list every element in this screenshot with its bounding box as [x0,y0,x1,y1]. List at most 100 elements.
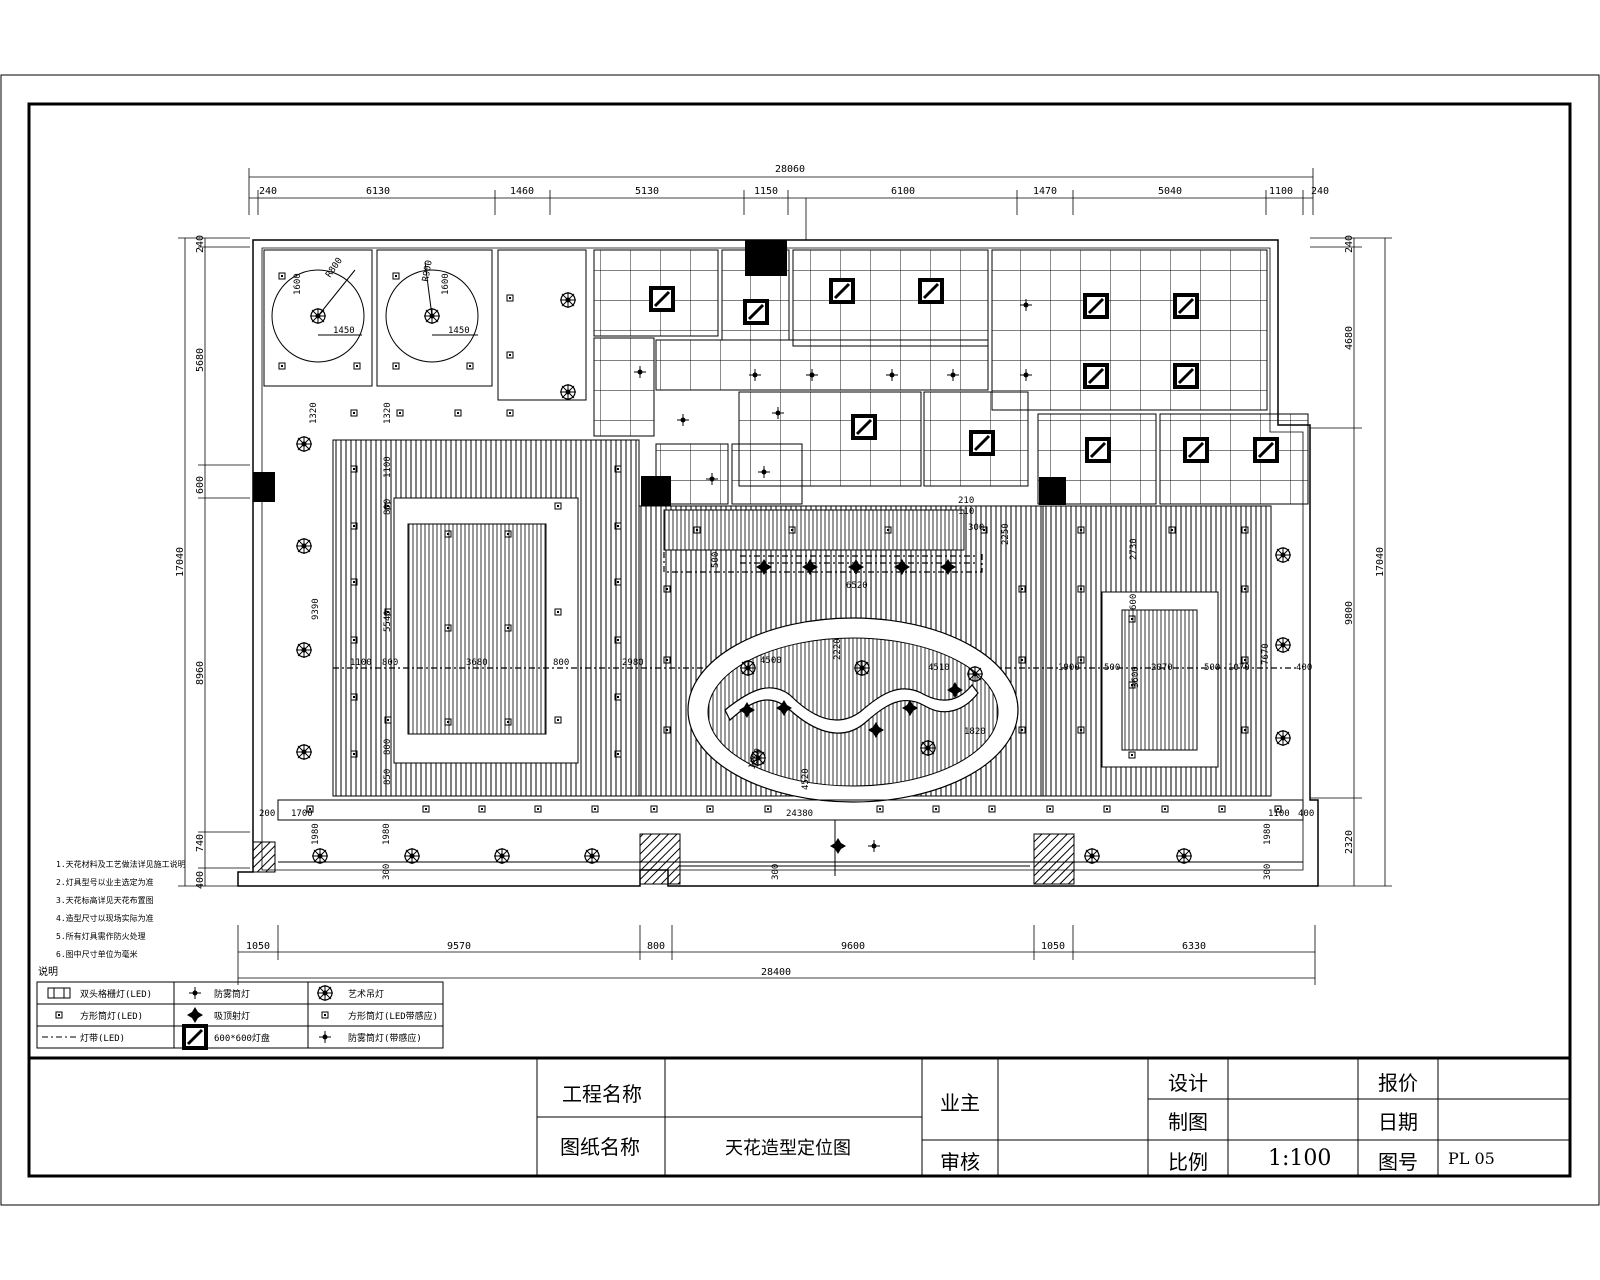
label-1450a: 1450 [333,326,355,336]
legend-label: 防雾筒灯(带感应) [348,1032,422,1044]
dim-right-seg: 9800 [1344,601,1355,625]
dim-top-seg: 240 [259,186,277,197]
legend-label: 方形筒灯(LED) [80,1010,143,1022]
dim-top-seg: 5130 [635,186,659,197]
sheet-border [0,74,1600,1206]
dim-top-seg: 5040 [1158,186,1182,197]
legend-symbol-fog-downlight-icon [188,986,202,1000]
label-200a: 200 [259,809,275,819]
label-2250: 2250 [1001,523,1011,545]
label-4510: 4510 [928,663,950,673]
label-850: 850 [383,769,393,785]
label-6520: 6520 [846,581,868,591]
label-7670: 7670 [1261,643,1271,665]
dim-top-seg: 240 [1311,186,1329,197]
note-line: 3.天花标高详见天花布置图 [56,895,154,905]
dim-bottom-seg: 6330 [1182,941,1206,952]
project-name-label: 工程名称 [562,1082,642,1106]
legend-label: 灯带(LED) [80,1033,125,1044]
label-300b: 300 [771,864,781,880]
label-1320b: 1320 [383,402,393,424]
label-3680: 3680 [466,658,488,668]
legend-label: 艺术吊灯 [348,988,384,1000]
label-500b: 500 [1104,663,1120,673]
note-line: 4.造型尺寸以现场实际为准 [56,913,154,923]
label-800c: 800 [382,658,398,668]
label-1980a: 1980 [311,823,321,845]
note-line: 2.灯具型号以业主选定为准 [56,877,154,887]
dim-right-seg: 2320 [1344,830,1355,854]
dim-bottom-seg: 9570 [447,941,471,952]
label-2730: 2730 [1129,538,1139,560]
title-block [29,1056,1570,1176]
label-2220: 2220 [833,638,843,660]
dim-left-seg: 400 [195,871,206,889]
dim-bottom-seg: 800 [647,941,665,952]
label-1320a: 1320 [309,402,319,424]
sheet-number-value: PL 05 [1448,1149,1495,1168]
label-1600a: 1600 [293,273,303,295]
label-800d: 800 [553,658,569,668]
legend-symbol-ceiling-spotlight-icon [187,1007,203,1023]
legend-label: 双头格栅灯(LED) [80,988,152,1000]
label-2070: 2070 [1151,663,1173,673]
legend-label: 600*600灯盘 [214,1032,270,1044]
label-1980c: 1980 [1263,823,1273,845]
legend-symbol-chandelier-icon [316,984,334,1002]
label-400-corridor: 400 [1298,809,1314,819]
drawing-frame [27,102,1572,1178]
label-1980b: 1980 [382,823,392,845]
date-label: 日期 [1378,1110,1418,1134]
legend-symbol-grille-icon [47,987,71,999]
label-300c: 300 [1263,864,1273,880]
label-4500: 4500 [760,656,782,666]
legend-symbol-sensor-fog-light-icon [318,1030,332,1044]
right-dimension-chain [1310,237,1392,887]
design-label: 设计 [1168,1071,1208,1095]
quote-label: 报价 [1378,1071,1418,1095]
dim-left-seg: 8960 [195,661,206,685]
legend-symbol-square-downlight-icon [55,1011,63,1019]
review-label: 审核 [940,1150,980,1174]
dim-top-seg: 1150 [754,186,778,197]
dim-top-seg: 6130 [366,186,390,197]
label-9390: 9390 [311,598,321,620]
label-1820: 1820 [964,727,986,737]
dim-bottom-total: 28400 [761,967,791,978]
legend-symbol-panel-icon [182,1024,208,1050]
note-line: 5.所有灯具需作防火处理 [56,931,146,941]
legend-label: 吸顶射灯 [214,1010,250,1022]
label-1100b: 1100 [350,658,372,668]
drawing-name-label: 图纸名称 [560,1135,640,1159]
label-5540: 5540 [383,610,393,632]
label-110: 110 [958,507,974,517]
label-500a: 500 [711,552,721,568]
round-ceiling-rooms [263,249,587,401]
label-r900: R900 [421,259,435,282]
owner-label: 业主 [940,1091,980,1115]
label-300a: 300 [382,864,392,880]
dim-top-seg: 1460 [510,186,534,197]
scale-label: 比例 [1168,1150,1208,1174]
dim-top-seg: 6100 [891,186,915,197]
dim-left-seg: 5680 [195,348,206,372]
notes-title: 说明 [38,965,58,978]
left-dimension-chain [178,237,250,887]
dim-left-seg: 740 [195,834,206,852]
dim-left-seg: 600 [195,476,206,494]
dim-bottom-seg: 1050 [1041,941,1065,952]
dim-right-seg: 240 [1344,235,1355,253]
legend-label: 防雾筒灯 [214,988,250,1000]
note-line: 6.图中尺寸单位为毫米 [56,949,138,959]
legend-label: 方形筒灯(LED带感应) [348,1010,438,1022]
top-dimension-chain [248,168,1314,240]
dim-right-seg: 4680 [1344,326,1355,350]
draft-label: 制图 [1168,1110,1208,1134]
dim-top-total: 28060 [775,164,805,175]
dim-right-total: 17040 [1375,547,1386,577]
dim-bottom-seg: 1050 [246,941,270,952]
label-600b: 600 [1129,594,1139,610]
label-210: 210 [958,496,974,506]
dim-left-seg: 240 [195,235,206,253]
